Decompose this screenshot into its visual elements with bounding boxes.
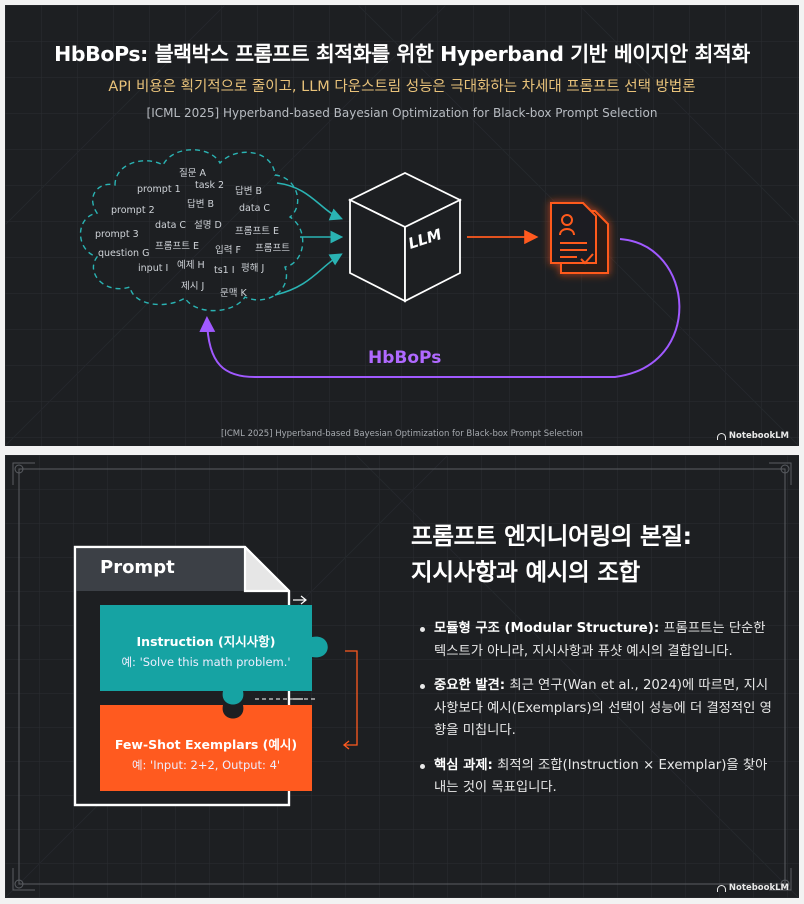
cloud-word: task 2 [195, 180, 225, 191]
instruction-puzzle-piece [100, 605, 328, 705]
slide-heading: 프롬프트 엔지니어링의 본질: 지시사항과 예시의 조합 [411, 518, 692, 590]
cloud-word: 프롬프트 E [155, 241, 199, 252]
bullet-text: 최적의 조합(Instruction × Exemplar)을 찾아내는 것이 … [434, 757, 768, 796]
paper-reference: [ICML 2025] Hyperband-based Bayesian Opt… [146, 106, 658, 120]
exemplar-block: Few-Shot Exemplars (예시) 예: 'Input: 2+2, … [100, 734, 312, 773]
hbbops-feedback-loop [199, 238, 681, 378]
bullet-text: 최근 연구(Wan et al., 2024)에 따르면, 지시사항보다 예시(… [434, 678, 772, 738]
cloud-word: 질문 A [179, 168, 206, 179]
instruction-block: Instruction (지시사항) 예: 'Solve this math p… [100, 631, 312, 670]
exemplar-example: 예: 'Input: 2+2, Output: 4' [131, 758, 281, 772]
heading-line-2: 지시사항과 예시의 조합 [411, 558, 640, 586]
prompt-structure-diagram [73, 545, 358, 807]
cloud-word: data C [155, 220, 187, 231]
bullet-item: 모듈형 구조 (Modular Structure): 프롬프트는 단순한 텍스… [418, 618, 778, 663]
instruction-title: Instruction (지시사항) [136, 634, 276, 649]
notebooklm-logo-icon [716, 884, 726, 892]
slide-prompt-engineering: Prompt Instruction (지시사항) 예: 'Solve this… [5, 455, 799, 898]
bullet-bold: 모듈형 구조 (Modular Structure): [434, 621, 660, 636]
slide-footer-reference: [ICML 2025] Hyperband-based Bayesian Opt… [221, 429, 583, 439]
exemplar-puzzle-piece [100, 705, 312, 791]
brand-text: NotebookLM [728, 431, 789, 441]
cloud-word: 답변 B [187, 199, 215, 210]
cloud-word: 입력 F [215, 245, 241, 256]
cloud-word: input I [138, 263, 169, 274]
prompt-cloud [80, 149, 304, 312]
cloud-word: 제시 J [181, 281, 205, 292]
notebooklm-logo-icon [716, 432, 726, 440]
key-points-list: 모듈형 구조 (Modular Structure): 프롬프트는 단순한 텍스… [418, 618, 778, 812]
brand-text: NotebookLM [728, 883, 789, 893]
slide-title: HbBoPs: 블랙박스 프롬프트 최적화를 위한 Hyperband 기반 베… [54, 42, 750, 66]
cloud-word: question G [98, 248, 150, 259]
cloud-word: 평해 J [241, 263, 265, 274]
llm-cube [347, 171, 463, 303]
cloud-word: ts1 I [214, 265, 235, 276]
notebooklm-brand: NotebookLM [716, 883, 789, 893]
arrow-cloud-to-llm-3 [274, 253, 343, 296]
bullet-bold: 핵심 과제: [434, 757, 493, 773]
cloud-word: 문맥 K [220, 288, 247, 299]
output-document-icon [550, 202, 609, 274]
bullet-item: 중요한 발견: 최근 연구(Wan et al., 2024)에 따르면, 지시… [418, 675, 778, 743]
prompt-document-title: Prompt [100, 557, 175, 578]
notebooklm-brand: NotebookLM [716, 431, 789, 441]
bullet-item: 핵심 과제: 최적의 조합(Instruction × Exemplar)을 찾… [418, 755, 778, 800]
cloud-word: prompt 3 [95, 229, 139, 240]
cloud-word: 프롬프트 E [235, 226, 279, 237]
heading-line-1: 프롬프트 엔지니어링의 본질: [411, 522, 692, 550]
bullet-text: 프롬프트는 단순한 텍스트가 아니라, 지시사항과 퓨샷 예시의 결합입니다. [434, 621, 766, 659]
cloud-word: data C [239, 203, 271, 214]
cloud-word: 설명 D [194, 220, 222, 231]
slide-hbbops-overview: HbBoPs: 블랙박스 프롬프트 최적화를 위한 Hyperband 기반 베… [5, 5, 799, 446]
cloud-word: 답변 B [235, 186, 263, 197]
pipeline-diagram [80, 149, 681, 378]
bullet-bold: 중요한 발견: [434, 678, 506, 693]
hbbops-label: HbBoPs [368, 348, 442, 368]
cloud-word: prompt 1 [137, 184, 181, 195]
instruction-example: 예: 'Solve this math problem.' [121, 655, 291, 669]
cloud-word: prompt 2 [111, 205, 155, 216]
cloud-word: 프롬프트 [255, 243, 290, 254]
cloud-word: 예제 H [177, 260, 205, 271]
arrow-cloud-to-llm-1 [276, 182, 343, 221]
exemplar-title: Few-Shot Exemplars (예시) [114, 737, 298, 752]
slide-subtitle: API 비용은 획기적으로 줄이고, LLM 다운스트림 성능은 극대화하는 차… [108, 79, 696, 95]
